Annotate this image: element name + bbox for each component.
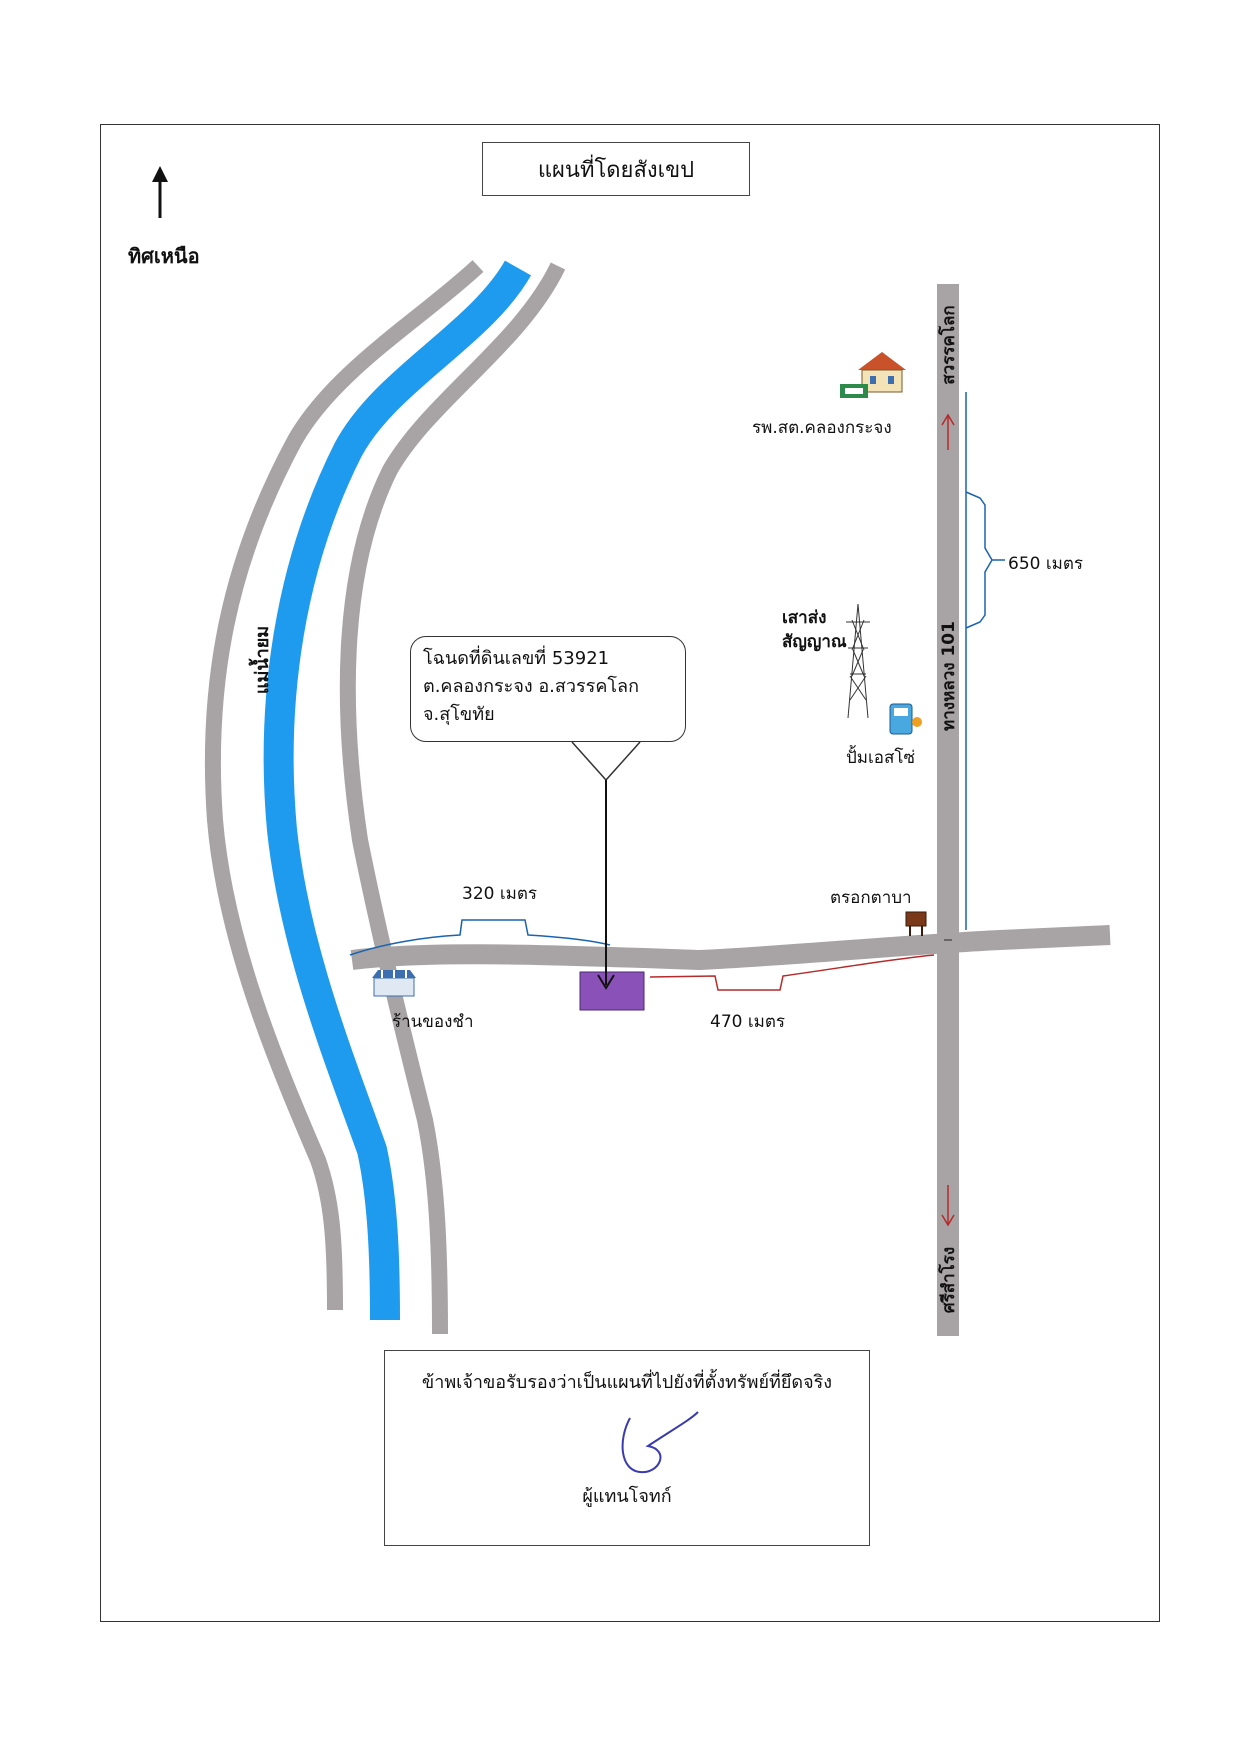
hospital-icon xyxy=(840,352,906,398)
north-label: ทิศเหนือ xyxy=(128,244,200,268)
deed-callout: โฉนดที่ดินเลขที่ 53921 ต.คลองกระจง อ.สวร… xyxy=(410,636,686,742)
shop-label: ร้านของชำ xyxy=(392,1012,474,1032)
measure-320 xyxy=(349,919,611,956)
shop-icon xyxy=(372,970,416,997)
map-frame xyxy=(100,124,1160,1622)
highway-101 xyxy=(937,284,959,1336)
north-arrow-icon xyxy=(152,166,168,218)
highway-name-label: ทางหลวง 101 xyxy=(939,621,959,731)
measure-650 xyxy=(965,392,1005,930)
highway-to-north-label: สวรรคโลก xyxy=(938,305,959,384)
arrow-south-on-highway xyxy=(941,1185,955,1227)
callout-pointer xyxy=(571,741,641,990)
tower-label-line2: สัญญาณ xyxy=(782,632,847,652)
certification-text: ข้าพเจ้าขอรับรองว่าเป็นแผนที่ไปยังที่ตั้… xyxy=(421,1372,833,1393)
certification-box: ข้าพเจ้าขอรับรองว่าเป็นแผนที่ไปยังที่ตั้… xyxy=(384,1350,870,1546)
distance-650-label: 650 เมตร xyxy=(1008,554,1084,574)
arrow-north-on-highway xyxy=(941,413,955,450)
lane-label: ตรอกตาบา xyxy=(830,888,912,908)
river-bank-left xyxy=(204,260,484,1311)
lane-sign-icon xyxy=(905,911,927,936)
hospital-label: รพ.สต.คลองกระจง xyxy=(752,418,892,438)
distance-320-label: 320 เมตร xyxy=(462,884,538,904)
deed-province: จ.สุโขทัย xyxy=(423,704,495,725)
gas-station-label: ปั้มเอสโซ่ xyxy=(846,748,916,768)
distance-470-label: 470 เมตร xyxy=(710,1012,786,1032)
signal-tower-icon xyxy=(846,603,870,719)
gas-station-icon xyxy=(889,703,922,735)
signature xyxy=(621,1411,699,1474)
map-title: แผนที่โดยสังเขป xyxy=(482,142,750,196)
deed-number: โฉนดที่ดินเลขที่ 53921 xyxy=(423,648,610,669)
river-label: แม่น้ำยม xyxy=(248,626,273,694)
river-bank-right xyxy=(339,262,566,1335)
highway-to-south-label: ศรีสำโรง xyxy=(938,1247,959,1313)
tower-label-line1: เสาส่ง xyxy=(782,608,827,628)
river-water xyxy=(263,260,532,1321)
deed-location: ต.คลองกระจง อ.สวรรคโลก xyxy=(423,676,639,697)
local-road xyxy=(350,925,1111,971)
signer-title: ผู้แทนโจทก์ xyxy=(582,1486,672,1507)
measure-470 xyxy=(649,954,935,991)
